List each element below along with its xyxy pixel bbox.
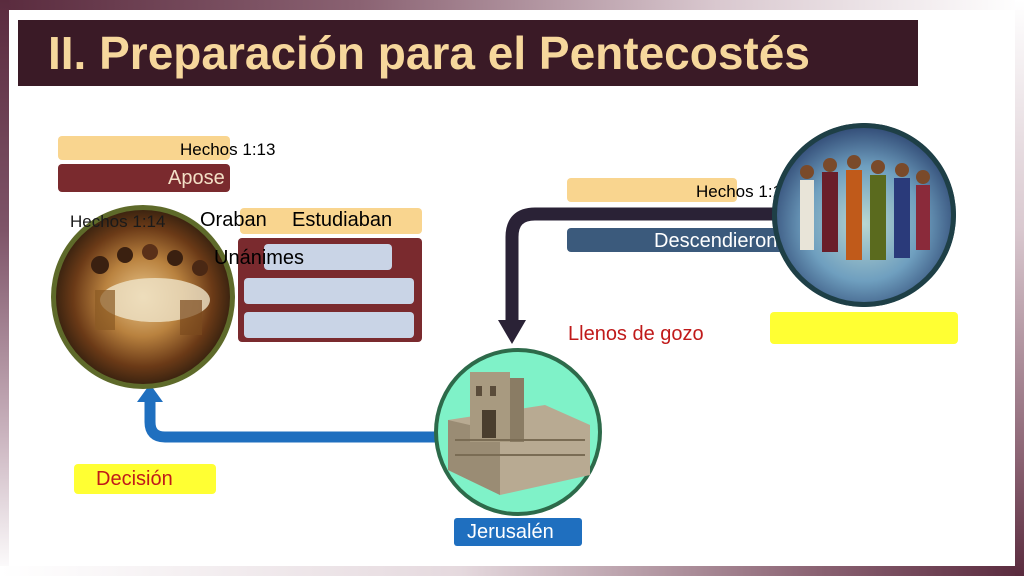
apostles-label: Apose [168, 167, 225, 189]
jerusalen-label: Jerusalén [467, 521, 554, 543]
hechos-1-13-label: Hechos 1:13 [180, 140, 276, 159]
activity-slot-3 [244, 312, 414, 338]
dark-arrow [498, 207, 790, 344]
frame-top-border [0, 0, 1024, 10]
frame-right-border [1015, 0, 1024, 576]
hechos-1-14-label: Hechos 1:14 [70, 212, 166, 231]
estudiaban-bar [240, 208, 422, 234]
frame-bottom-border [0, 566, 1024, 576]
title-banner [18, 20, 918, 86]
upper-room-circle [51, 205, 235, 389]
slide-title: II. Preparación para el Pentecostés [48, 27, 810, 79]
jerusalen-box [454, 518, 582, 546]
hechos-1-13-bar [58, 136, 230, 160]
jerusalem-circle [434, 348, 602, 516]
descendieron-label: Descendieron [654, 230, 778, 252]
apostles-bar [58, 164, 230, 192]
llenos-de-gozo-label: Llenos de gozo [568, 323, 704, 345]
decision-label: Decisión [96, 468, 173, 490]
blue-arrow [137, 384, 446, 443]
oraban-label: Oraban [200, 209, 267, 231]
activity-slot-1 [264, 244, 392, 270]
hechos-1-12-label: Hechos 1:12 [696, 182, 792, 201]
estudiaban-label: Estudiaban [292, 209, 393, 231]
activity-slot-2 [244, 278, 414, 304]
frame-left-border [0, 0, 9, 576]
disciples-circle-overlay [772, 123, 956, 307]
descendieron-bar [567, 228, 795, 252]
hechos-1-12-bar [567, 178, 737, 202]
llenos-answer-box [770, 312, 958, 344]
unanimes-label: Unánimes [214, 247, 305, 269]
decision-box [74, 464, 216, 494]
